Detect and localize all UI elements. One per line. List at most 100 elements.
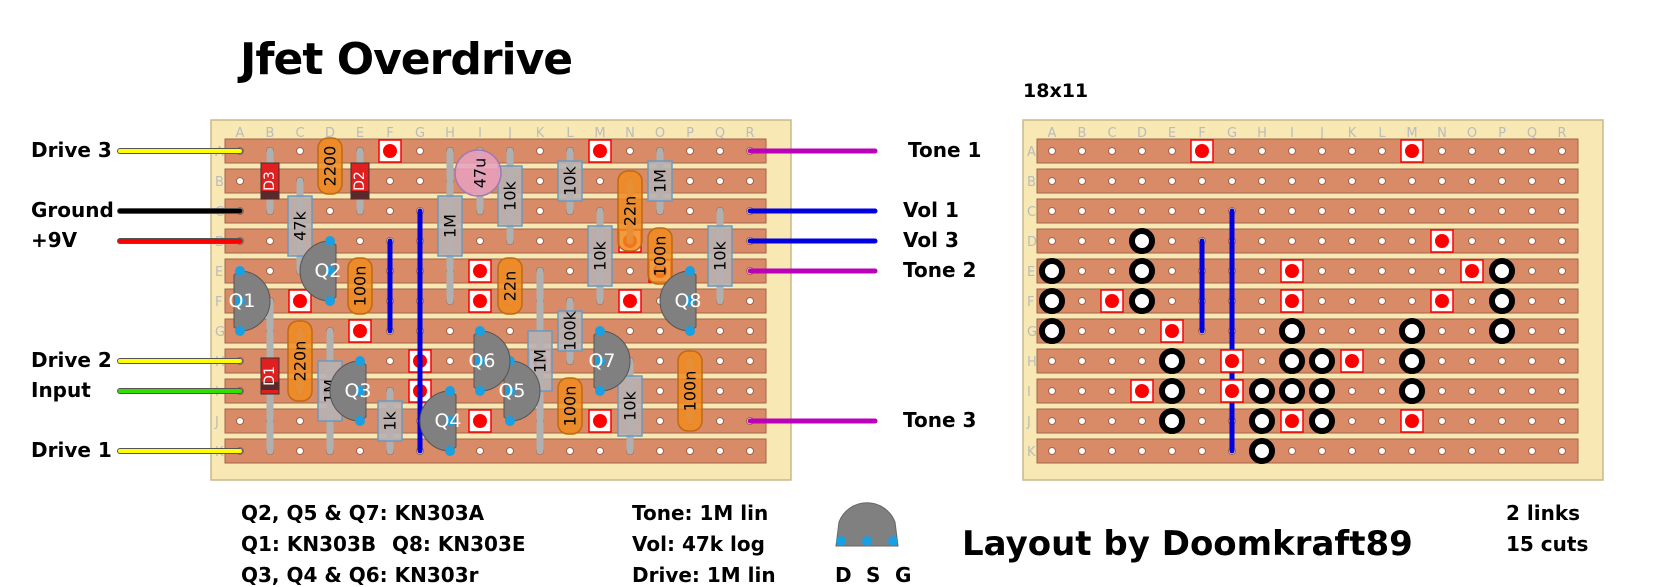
hole: [1408, 207, 1416, 215]
hole: [1138, 207, 1146, 215]
column-label: R: [745, 126, 754, 141]
hole: [746, 447, 754, 455]
cut-dot: [1405, 144, 1419, 158]
hole: [1108, 177, 1116, 185]
hole: [1078, 147, 1086, 155]
hole: [446, 327, 454, 335]
hole: [1558, 357, 1566, 365]
hole: [356, 447, 364, 455]
resistor-value: 47k: [291, 210, 310, 240]
resistor-value: 1M: [531, 349, 550, 373]
hole: [1498, 357, 1506, 365]
hole: [1468, 177, 1476, 185]
hole: [1288, 447, 1296, 455]
column-label: K: [536, 126, 545, 141]
hole: [1258, 327, 1266, 335]
hole: [1378, 237, 1386, 245]
hole: [1378, 297, 1386, 305]
hole: [236, 417, 244, 425]
hole: [1138, 447, 1146, 455]
column-label: G: [415, 126, 425, 141]
pinout-d: D: [835, 563, 852, 587]
hole: [656, 357, 664, 365]
hole: [1558, 207, 1566, 215]
hole: [1078, 177, 1086, 185]
copper-strip: [1036, 318, 1579, 344]
hole: [1318, 147, 1326, 155]
wire-label-tone-1: Tone 1: [908, 138, 982, 162]
column-label: B: [1078, 126, 1087, 141]
electrolytic-value: 47u: [471, 158, 490, 189]
row-label: G: [1027, 325, 1037, 340]
jfet-pin: [325, 236, 335, 246]
pinout-jfet-body: [835, 502, 899, 547]
cut-dot: [1285, 294, 1299, 308]
hole: [1468, 447, 1476, 455]
column-label: H: [445, 126, 455, 141]
solder-point: [1489, 288, 1515, 314]
jfet-pin: [685, 296, 695, 306]
capacitor-body: [317, 137, 343, 195]
note-q8: Q8: KN303E: [392, 532, 526, 556]
solder-point: [1309, 378, 1335, 404]
cut-dot: [353, 324, 367, 338]
column-label: P: [686, 126, 694, 141]
cut-dot: [623, 294, 637, 308]
capacitor-body: [617, 170, 643, 252]
cut-dot: [1465, 264, 1479, 278]
jfet-pin: [355, 356, 365, 366]
hole: [1558, 387, 1566, 395]
hole: [716, 417, 724, 425]
hole: [1138, 327, 1146, 335]
solder-point: [1039, 258, 1065, 284]
capacitor-body: [647, 227, 673, 285]
jfet-label: Q4: [434, 410, 461, 432]
resistor-body: [557, 310, 583, 352]
resistor-value: 1M: [651, 169, 670, 193]
resistor-value: 10k: [591, 240, 610, 270]
hole: [626, 327, 634, 335]
hole: [1168, 147, 1176, 155]
capacitor-body: [287, 320, 313, 402]
column-label: C: [1107, 126, 1116, 141]
cut-dot: [473, 294, 487, 308]
cut-dot: [293, 294, 307, 308]
hole: [1528, 237, 1536, 245]
hole: [1078, 357, 1086, 365]
cut-dot: [1435, 234, 1449, 248]
hole: [1258, 297, 1266, 305]
hole: [1528, 177, 1536, 185]
hole: [1558, 447, 1566, 455]
cuts-count: 15 cuts: [1506, 532, 1589, 556]
hole: [1168, 207, 1176, 215]
hole: [656, 417, 664, 425]
copper-strip: [1036, 378, 1579, 404]
board-size-label: 18x11: [1023, 80, 1089, 102]
solder-point: [1399, 378, 1425, 404]
jfet-label: Q2: [314, 260, 341, 282]
hole: [1318, 267, 1326, 275]
solder-point: [1129, 288, 1155, 314]
hole: [1468, 357, 1476, 365]
credit-text: Layout by Doomkraft89: [962, 524, 1413, 564]
column-label: F: [1198, 126, 1205, 141]
hole: [506, 327, 514, 335]
hole: [296, 447, 304, 455]
hole: [1348, 327, 1356, 335]
column-label: N: [1437, 126, 1447, 141]
hole: [1378, 147, 1386, 155]
hole: [1168, 297, 1176, 305]
resistor-body: [647, 160, 673, 202]
cut-dot: [593, 414, 607, 428]
hole: [626, 147, 634, 155]
hole: [1498, 147, 1506, 155]
cut-dot: [473, 264, 487, 278]
hole: [1048, 147, 1056, 155]
note-drive-pot: Drive: 1M lin: [632, 563, 776, 587]
resistor-value: 10k: [501, 180, 520, 210]
hole: [386, 177, 394, 185]
hole: [1168, 447, 1176, 455]
column-label: D: [1137, 126, 1147, 141]
wire-label-input: Input: [31, 378, 91, 402]
jfet-pin: [505, 386, 515, 396]
